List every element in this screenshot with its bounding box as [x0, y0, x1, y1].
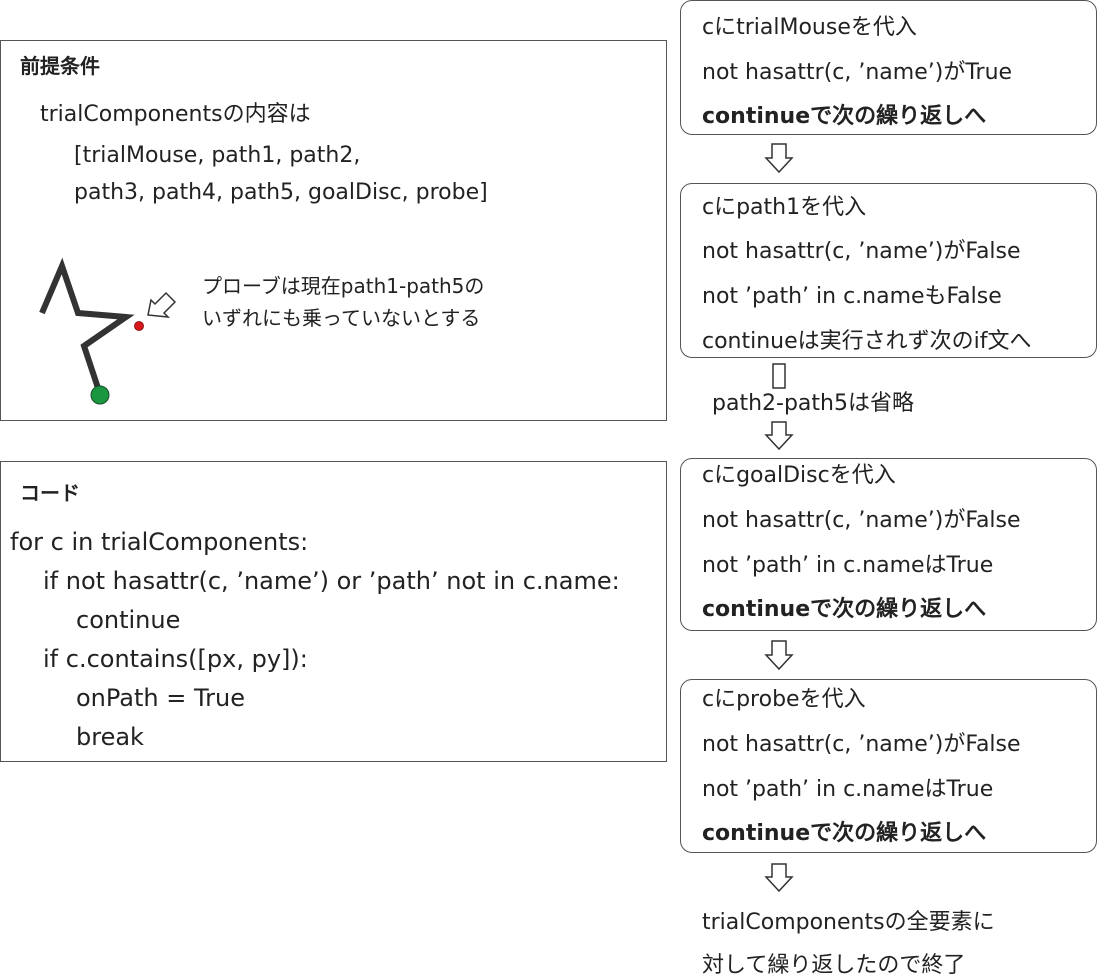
premise-line-2: [trialMouse, path1, path2,: [74, 143, 361, 168]
flow-box-2-line-3: not ’path’ in c.nameもFalse: [702, 284, 1002, 309]
flow-box-2-line-2: not hasattr(c, ’name’)がFalse: [702, 239, 1021, 264]
connector-bar: [772, 363, 786, 389]
code-line-3: continue: [76, 606, 181, 634]
down-arrow-icon: [764, 143, 794, 174]
probe-dot: [134, 321, 144, 331]
flow-box-1-line-3: continueで次の繰り返しへ: [702, 104, 987, 129]
code-line-2: if not hasattr(c, ’name’) or ’path’ not …: [43, 567, 620, 595]
premise-heading: 前提条件: [20, 54, 100, 78]
code-line-6: break: [76, 723, 144, 751]
flow-box-4-line-1: cにprobeを代入: [702, 687, 866, 712]
path-line: [39, 257, 135, 395]
probe-note-line-1: プローブは現在path1-path5の: [202, 274, 485, 298]
code-heading: コード: [20, 481, 80, 505]
flow-box-3-line-1: cにgoalDiscを代入: [702, 463, 896, 488]
premise-box: [0, 40, 667, 421]
down-arrow-icon: [764, 421, 794, 451]
flow-box-3-line-2: not hasattr(c, ’name’)がFalse: [702, 508, 1021, 533]
flow-box-trialmouse: [680, 0, 1097, 135]
flow-box-4-line-4: continueで次の繰り返しへ: [702, 821, 987, 846]
premise-line-1: trialComponentsの内容は: [40, 102, 311, 127]
code-box: [0, 461, 667, 762]
flow-box-3-line-4: continueで次の繰り返しへ: [702, 597, 987, 622]
down-arrow-icon: [764, 863, 794, 893]
goal-disc: [90, 385, 110, 405]
flow-box-2-line-1: cにpath1を代入: [702, 195, 867, 220]
flow-box-4-line-2: not hasattr(c, ’name’)がFalse: [702, 732, 1021, 757]
premise-line-3: path3, path4, path5, goalDisc, probe]: [74, 180, 488, 205]
end-line-1: trialComponentsの全要素に: [702, 910, 995, 935]
flow-box-2-line-4: continueは実行されず次のif文へ: [702, 329, 1032, 354]
flow-box-1-line-1: cにtrialMouseを代入: [702, 15, 917, 40]
code-line-1: for c in trialComponents:: [10, 528, 309, 556]
flow-box-3-line-3: not ’path’ in c.nameはTrue: [702, 553, 994, 578]
flow-box-goaldisc: [680, 458, 1097, 631]
pointer-arrow-icon: [147, 291, 177, 318]
code-line-4: if c.contains([px, py]):: [43, 645, 308, 673]
flow-box-4-line-3: not ’path’ in c.nameはTrue: [702, 777, 994, 802]
probe-note-line-2: いずれにも乗っていないとする: [202, 306, 481, 330]
code-line-5: onPath = True: [76, 684, 245, 712]
skip-label: path2-path5は省略: [712, 391, 914, 416]
end-line-2: 対して繰り返したので終了: [702, 953, 966, 978]
flow-box-path1: [680, 183, 1097, 358]
flow-box-probe: [680, 679, 1097, 853]
flow-box-1-line-2: not hasattr(c, ’name’)がTrue: [702, 60, 1013, 85]
down-arrow-icon: [764, 640, 794, 671]
